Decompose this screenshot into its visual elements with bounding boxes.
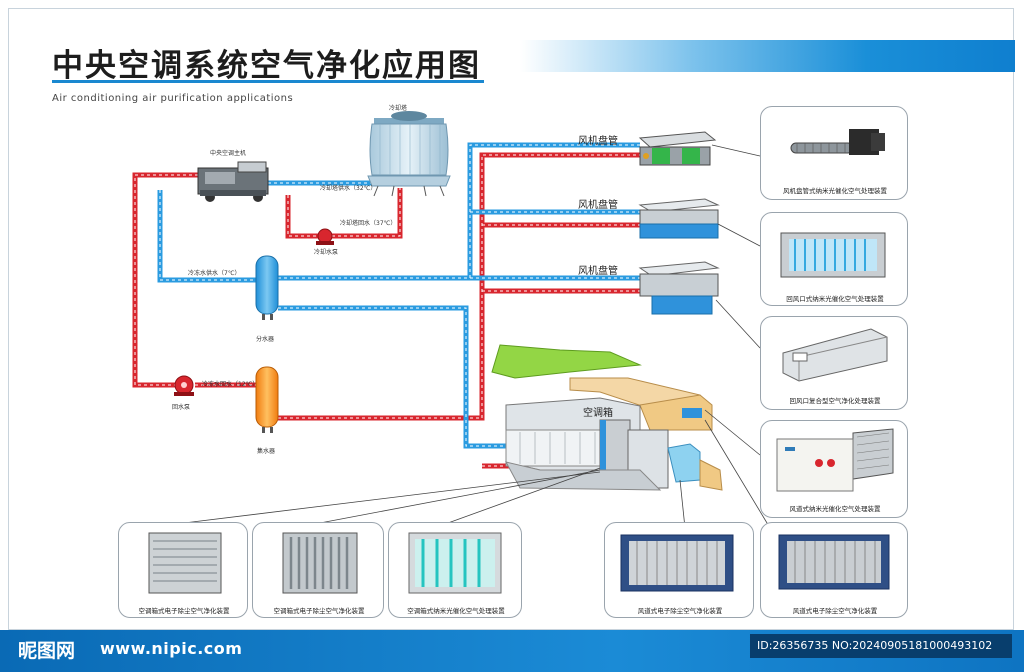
product-caption: 空调箱式纳米光催化空气处理装置	[407, 607, 505, 615]
product-box-duct-electronic-right: 风道式电子除尘空气净化装置	[760, 522, 908, 618]
footer-id-box	[750, 634, 1012, 658]
product-caption: 风道式电子除尘空气净化装置	[792, 607, 878, 615]
product-caption: 风道式纳米光催化空气处理装置	[789, 505, 881, 513]
product-box-duct-nano: 风道式纳米光催化空气处理装置	[760, 420, 908, 518]
cooling-supply-label: 冷却塔供水（32℃）	[320, 185, 377, 192]
product-box-return-vent-nano: 回风口式纳米光催化空气处理装置	[760, 212, 908, 306]
distributor-label: 分水器	[256, 336, 275, 343]
product-box-ahu-electronic-1: 空调箱式电子除尘空气净化装置	[118, 522, 248, 618]
return-pump-icon	[174, 375, 194, 396]
callout-lines	[183, 144, 771, 529]
footer-brand: 昵图网	[18, 640, 76, 662]
uv-filter-rack-icon	[408, 532, 502, 594]
return-pump-label: 回水泵	[172, 404, 191, 411]
product-box-fan-coil-nano: 风机盘管式纳米光催化空气处理装置	[760, 106, 908, 200]
air-handling-unit-icon	[491, 344, 723, 491]
footer-bar: 昵图网 www.nipic.com ID:26356735 NO:2024090…	[0, 630, 1024, 672]
product-caption: 风机盘管式纳米光催化空气处理装置	[783, 187, 887, 195]
fan-coil-label-1: 风机盘管	[578, 136, 618, 147]
return-vent-unit-icon	[780, 232, 886, 278]
cooling-tower-icon	[367, 111, 451, 197]
electronic-filter-cell-icon	[282, 532, 358, 594]
cooling-return-label: 冷却塔回水（37℃）	[340, 220, 397, 227]
pipe-diagram	[132, 111, 771, 529]
fan-coil-unit-3-icon	[638, 261, 720, 315]
ahu-label: 空调箱	[583, 408, 613, 419]
product-caption: 回风口式纳米光催化空气处理装置	[786, 295, 884, 303]
distributor-tank-icon	[255, 255, 279, 320]
product-box-ahu-electronic-2: 空调箱式电子除尘空气净化装置	[252, 522, 384, 618]
duct-filter-frame-icon	[620, 534, 734, 592]
page-frame	[8, 8, 1014, 630]
fan-coil-label-3: 风机盘管	[578, 266, 618, 277]
cooling-pump-label: 冷却水泵	[314, 249, 339, 256]
footer-id: ID:26356735 NO:20240905181000493102	[757, 639, 993, 652]
product-box-return-vent-composite: 回风口复合型空气净化处理装置	[760, 316, 908, 410]
cooling-pump-icon	[316, 228, 334, 245]
chilled-return-label: 冷冻水回水（12℃）	[202, 381, 259, 388]
collector-tank-icon	[255, 366, 279, 433]
vent-grille-unit-icon	[782, 328, 888, 382]
page-subtitle: Air conditioning air purification applic…	[52, 93, 294, 104]
chilled-supply-label: 冷冻水供水（7℃）	[188, 270, 241, 277]
cooling-tower-label: 冷却塔	[389, 105, 408, 112]
chiller-icon	[197, 161, 269, 202]
fan-coil-unit-2-icon	[638, 198, 720, 239]
product-box-duct-electronic-left: 风道式电子除尘空气净化装置	[604, 522, 754, 618]
product-caption: 回风口复合型空气净化处理装置	[789, 397, 881, 405]
electronic-filter-cell-icon	[148, 532, 222, 594]
title-underline	[52, 80, 484, 83]
uv-lamp-module-icon	[790, 129, 885, 155]
header-gradient-bar	[520, 40, 1015, 72]
product-caption: 风道式电子除尘空气净化装置	[637, 607, 723, 615]
product-box-ahu-nano: 空调箱式纳米光催化空气处理装置	[388, 522, 522, 618]
product-caption: 空调箱式电子除尘空气净化装置	[138, 607, 230, 615]
duct-filter-frame-icon	[778, 534, 890, 590]
product-caption: 空调箱式电子除尘空气净化装置	[273, 607, 365, 615]
collector-label: 集水器	[257, 448, 276, 455]
fan-coil-unit-1-icon	[638, 131, 717, 166]
fan-coil-label-2: 风机盘管	[578, 200, 618, 211]
page-title: 中央空调系统空气净化应用图	[52, 48, 481, 84]
footer-site-link[interactable]: www.nipic.com	[100, 639, 243, 658]
duct-control-unit-icon	[776, 428, 894, 492]
chiller-label: 中央空调主机	[210, 150, 247, 157]
